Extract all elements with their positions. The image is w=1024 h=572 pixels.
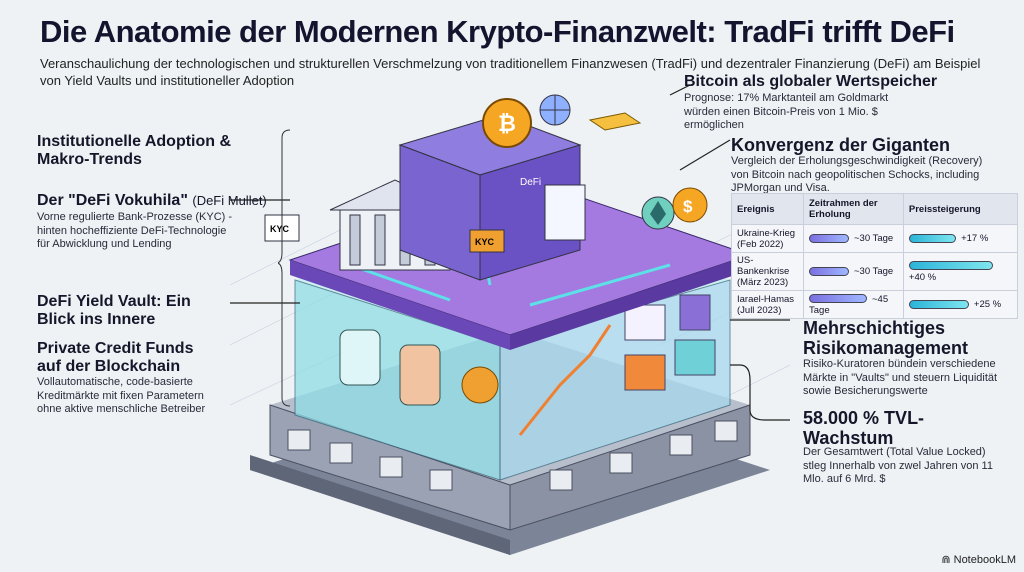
col-header: Preissteigerung (903, 193, 1019, 225)
svg-text:₿: ₿ (498, 111, 516, 136)
bitcoin-heading: Bitcoin als globaler Wertspeicher (684, 73, 938, 90)
dollar-coin-icon: $ (672, 187, 708, 223)
brand-watermark: ⋒ NotebookLM (941, 553, 1016, 566)
section-bracket (278, 129, 291, 407)
globe-icon (539, 94, 571, 126)
convergence-heading: Konvergenz der Giganten (731, 135, 951, 155)
gain-cell: +17 % (903, 224, 1019, 253)
credit-heading: Private Credit Funds auf der Blockchain (37, 340, 194, 375)
col-header: Zeitrahmen der Erholung (803, 193, 904, 225)
gain-bar (908, 261, 993, 271)
page-subtitle: Veranschaulichung der technologischen un… (40, 56, 981, 88)
table-row: Ukraine-Krieg (Feb 2022) ~30 Tage +17 % (731, 224, 1019, 253)
time-value: ~45 Tage (809, 293, 889, 316)
ethereum-coin-icon (641, 196, 675, 230)
time-bar (809, 233, 849, 243)
event-cell: Iarael-Hamas (Jull 2023) (731, 290, 804, 319)
table-row: Iarael-Hamas (Jull 2023) ~45 Tage +25 % (731, 290, 1019, 319)
brand-name: NotebookLM (953, 554, 1016, 566)
kyc-label-2: KYC (475, 237, 495, 247)
mullet-heading: Der "DeFi Vokuhila" (DeFi Mullet) (37, 192, 267, 210)
bitcoin-desc: Prognose: 17% Marktanteil am Goldmarkt w… (684, 92, 889, 131)
defi-label: DeFi (520, 177, 541, 188)
mullet-title: Der "DeFi Vokuhila" (37, 192, 188, 209)
convergence-desc: Vergleich der Erholungsgeschwindigkeit (… (731, 155, 983, 194)
credit-desc: Vollautomatische, code-basierte Kreditmä… (37, 376, 206, 415)
table-header-row: Ereignis Zeitrahmen der Erholung Preisst… (731, 193, 1019, 225)
col-header: Ereignis (731, 193, 804, 225)
time-cell: ~30 Tage (803, 224, 904, 253)
callout-lines (230, 85, 790, 421)
gain-value: +25 % (973, 299, 1002, 310)
table-row: US-Bankenkrise (März 2023) ~30 Tage +40 … (731, 252, 1019, 291)
mullet-desc: Vorne regulierte Bank-Prozesse (KYC) - h… (37, 211, 233, 250)
time-bar (809, 266, 849, 276)
gain-bar (908, 233, 957, 243)
kyc-label: KYC (270, 224, 290, 234)
mullet-title-suffix: (DeFi Mullet) (192, 193, 267, 208)
section-heading-institutional: Institutionelle Adoption & Makro-Trends (37, 133, 232, 168)
gold-bar-icon (588, 112, 642, 131)
tvl-heading: 58.000 % TVL-Wachstum (803, 408, 925, 448)
time-value: ~30 Tage (854, 233, 894, 244)
gain-cell: +40 % (903, 252, 1019, 291)
page-title: Die Anatomie der Modernen Krypto-Finanzw… (40, 14, 955, 49)
time-bar (809, 294, 867, 304)
gain-value: +17 % (961, 233, 989, 244)
time-value: ~30 Tage (854, 266, 894, 277)
tvl-desc: Der Gesamtwert (Total Value Locked) stle… (803, 446, 993, 485)
risk-heading: Mehrschichtiges Risikomanagement (803, 318, 969, 358)
gain-value: +40 % (908, 271, 937, 283)
time-cell: ~45 Tage (803, 290, 904, 319)
time-cell: ~30 Tage (803, 252, 904, 291)
event-cell: US-Bankenkrise (März 2023) (731, 252, 804, 291)
risk-desc: Risiko-Kuratoren bündein verschiedene Mä… (803, 358, 998, 397)
event-cell: Ukraine-Krieg (Feb 2022) (731, 224, 804, 253)
gain-cell: +25 % (903, 290, 1019, 319)
vault-heading: DeFi Yield Vault: Ein Blick ins Innere (37, 293, 191, 328)
layered-stack-illustration: DeFi KYC KYC ₿ $ (230, 85, 790, 555)
notebooklm-logo-icon: ⋒ (941, 554, 951, 566)
gain-bar (908, 299, 969, 309)
bitcoin-coin-icon: ₿ (482, 98, 532, 148)
svg-text:$: $ (683, 197, 693, 216)
recovery-table: Ereignis Zeitrahmen der Erholung Preisst… (731, 193, 1019, 319)
